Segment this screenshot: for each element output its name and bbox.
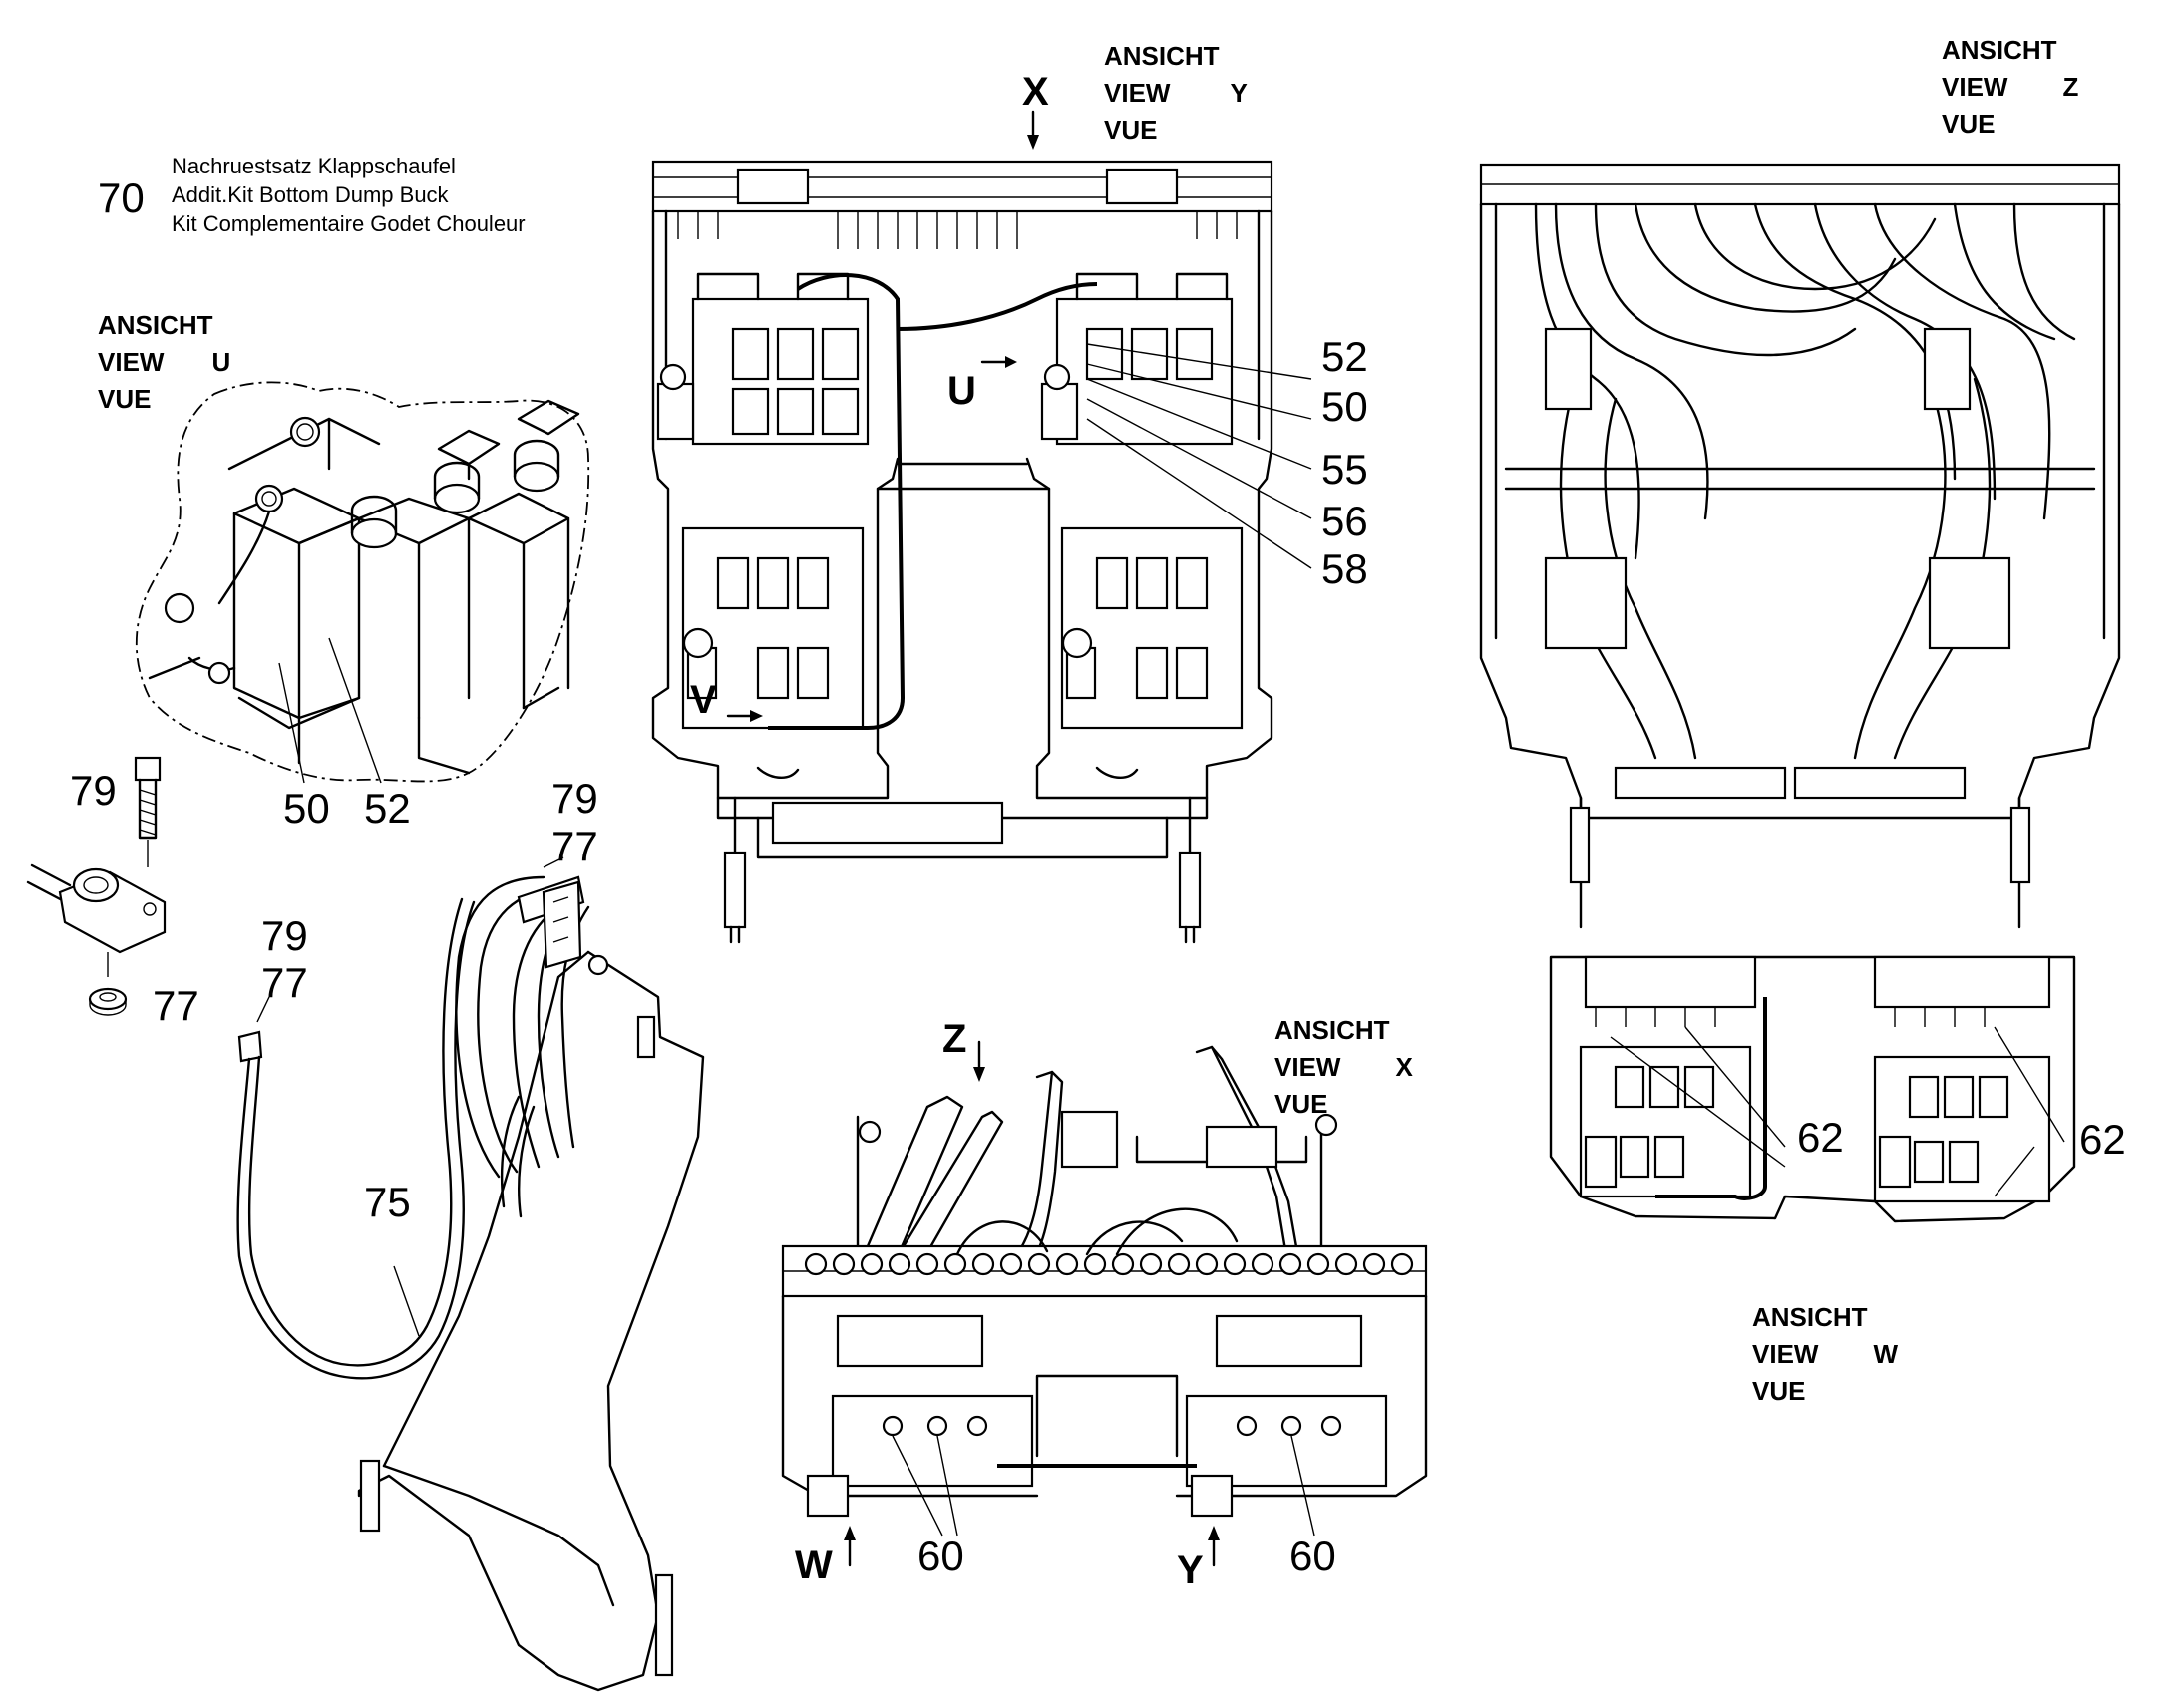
view-x-view: VIEW xyxy=(1274,1052,1341,1082)
view-w-letter: W xyxy=(1873,1339,1898,1369)
callout-62-left: 62 xyxy=(1797,1114,1844,1161)
view-w-label: ANSICHT VIEW W VUE xyxy=(1752,1299,1898,1410)
kit-title-en: Addit.Kit Bottom Dump Buck xyxy=(172,182,449,207)
fitting-row xyxy=(804,1252,1414,1276)
view-x-vue: VUE xyxy=(1274,1089,1328,1119)
arrow-label-x: X xyxy=(1022,70,1049,114)
lift-arm-drawing xyxy=(357,856,705,1692)
view-u-ansicht: ANSICHT xyxy=(98,310,213,340)
view-z-ansicht: ANSICHT xyxy=(1942,35,2057,65)
callout-79-hose: 79 xyxy=(261,912,308,959)
callout-79-arm: 79 xyxy=(551,775,598,822)
view-u-label: ANSICHT VIEW U VUE xyxy=(98,307,230,418)
callout-52-detail: 52 xyxy=(364,785,411,832)
front-view-x-drawing xyxy=(781,1040,1428,1567)
callout-58-top: 58 xyxy=(1321,545,1368,592)
view-x-letter: X xyxy=(1395,1052,1413,1082)
callout-56-top: 56 xyxy=(1321,498,1368,544)
bolt-flange-seal-drawing xyxy=(26,756,167,1016)
callout-60-left: 60 xyxy=(917,1533,964,1579)
view-w-view: VIEW xyxy=(1752,1339,1819,1369)
arrow-label-w: W xyxy=(795,1543,833,1587)
arrow-label-y: Y xyxy=(1177,1548,1204,1592)
view-w-ansicht: ANSICHT xyxy=(1752,1302,1868,1332)
callout-50-detail: 50 xyxy=(283,785,330,832)
view-z-drawing xyxy=(1479,163,2121,929)
view-z-vue: VUE xyxy=(1942,109,1996,139)
view-y-vue: VUE xyxy=(1104,115,1158,145)
view-x-ansicht: ANSICHT xyxy=(1274,1015,1390,1045)
callout-55-top: 55 xyxy=(1321,446,1368,493)
view-z-letter: Z xyxy=(2062,72,2079,102)
view-y-ansicht: ANSICHT xyxy=(1104,41,1220,71)
view-u-vue: VUE xyxy=(98,384,152,414)
kit-item-number: 70 xyxy=(98,174,145,221)
callout-52-top: 52 xyxy=(1321,333,1368,380)
callout-77-hose: 77 xyxy=(261,959,308,1006)
kit-title-de: Nachruestsatz Klappschaufel xyxy=(172,154,456,178)
view-u-view: VIEW xyxy=(98,347,165,377)
callout-77-arm: 77 xyxy=(551,823,598,869)
top-view-drawing xyxy=(651,110,1312,944)
callout-79-bolt: 79 xyxy=(70,767,117,814)
callout-60-right: 60 xyxy=(1289,1533,1336,1579)
callout-75-hose: 75 xyxy=(364,1179,411,1225)
view-z-view: VIEW xyxy=(1942,72,2008,102)
callout-50-top: 50 xyxy=(1321,383,1368,430)
view-y-letter: Y xyxy=(1230,78,1248,108)
callout-62-right: 62 xyxy=(2079,1116,2126,1163)
view-w-vue: VUE xyxy=(1752,1376,1806,1406)
arrow-label-z: Z xyxy=(942,1017,967,1061)
view-z-label: ANSICHT VIEW Z VUE xyxy=(1942,32,2078,143)
callout-77-seal: 77 xyxy=(153,982,199,1029)
view-x-label: ANSICHT VIEW X VUE xyxy=(1274,1012,1413,1123)
kit-title-fr: Kit Complementaire Godet Chouleur xyxy=(172,211,526,236)
hose-drawing xyxy=(236,897,476,1380)
arrow-label-v: V xyxy=(690,678,717,722)
view-y-view: VIEW xyxy=(1104,78,1171,108)
view-y-label: ANSICHT VIEW Y VUE xyxy=(1104,38,1248,149)
detail-view-u-drawing xyxy=(135,381,590,784)
view-u-letter: U xyxy=(211,347,231,377)
arrow-label-u: U xyxy=(947,369,976,413)
view-w-drawing xyxy=(1549,955,2076,1223)
